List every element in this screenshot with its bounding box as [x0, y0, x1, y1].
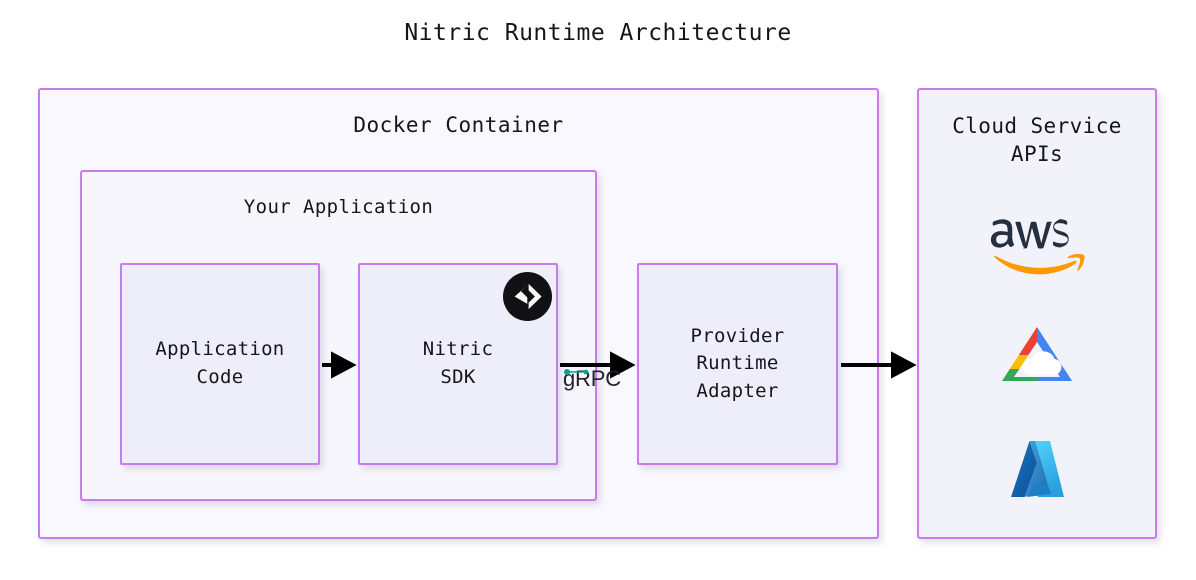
application-code-label: Application Code	[155, 338, 285, 388]
cloud-provider-google-cloud[interactable]	[919, 318, 1155, 394]
cloud-service-apis-group: Cloud Service APIs	[917, 88, 1157, 539]
nitric-sdk-label: Nitric SDK	[422, 338, 494, 388]
provider-runtime-adapter-node[interactable]: Provider Runtime Adapter	[637, 263, 838, 465]
application-code-node[interactable]: Application Code	[120, 263, 320, 465]
docker-container-label: Docker Container	[353, 113, 564, 137]
aws-logo-icon	[990, 219, 1085, 275]
azure-logo-icon	[1011, 441, 1064, 497]
nitric-logo-icon	[503, 272, 552, 321]
provider-runtime-adapter-label: Provider Runtime Adapter	[690, 324, 785, 402]
google-cloud-logo-icon	[1002, 327, 1072, 381]
cloud-service-apis-label: Cloud Service APIs	[952, 114, 1122, 166]
cloud-provider-aws[interactable]	[919, 208, 1155, 284]
cloud-provider-azure[interactable]	[919, 432, 1155, 508]
page-title: Nitric Runtime Architecture	[404, 20, 792, 46]
grpc-connector-marker-icon	[564, 369, 589, 375]
your-application-label: Your Application	[243, 196, 434, 218]
